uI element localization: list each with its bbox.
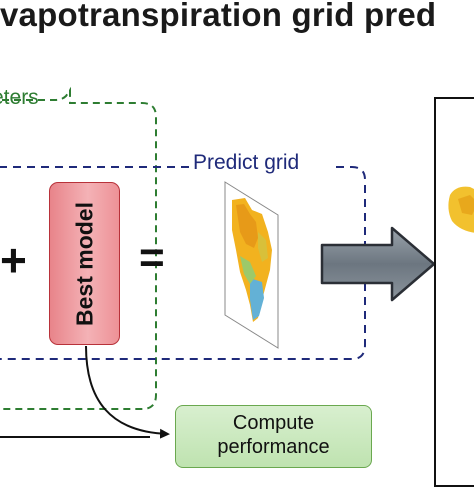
best-model-box: Best model <box>49 182 120 345</box>
predict-grid-label: Predict grid <box>193 151 300 174</box>
best-model-label: Best model <box>71 201 97 326</box>
parameters-dashed-box <box>0 86 157 410</box>
diagram-title: vapotranspiration grid pred <box>0 0 437 33</box>
compute-line-2: performance <box>217 436 330 458</box>
equals-sign: = <box>139 233 165 282</box>
output-panel <box>434 97 474 487</box>
compute-line-1: Compute <box>232 412 315 434</box>
compute-performance-box: Compute performance <box>175 405 372 468</box>
plus-sign: + <box>0 234 27 286</box>
big-right-arrow-icon <box>320 226 436 302</box>
parameters-label: eters <box>0 86 39 109</box>
best-model-to-compute-arrow <box>85 345 170 439</box>
diagram-connectors <box>0 86 436 439</box>
output-map-icon <box>448 186 474 233</box>
predicted-map-icon <box>224 181 279 349</box>
